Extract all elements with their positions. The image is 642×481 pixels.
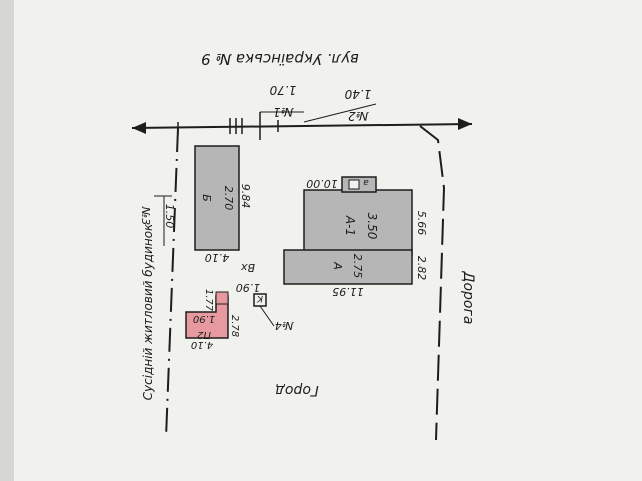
a-label-group: 2.75 А bbox=[331, 254, 364, 279]
n2-value: 1.40 bbox=[344, 87, 371, 101]
b-label-group: 2.70 Б bbox=[200, 186, 235, 211]
entrance-label: Вх bbox=[240, 261, 255, 274]
dim-10-00-group: 10.00 bbox=[306, 177, 338, 190]
dim-2-78-group: 2.78 bbox=[229, 315, 240, 337]
garden-label-group: Город bbox=[275, 382, 319, 398]
b-label: Б bbox=[200, 194, 213, 202]
p2-label-group: П2 1.90 bbox=[193, 313, 215, 340]
n4-label-group: №4 bbox=[275, 319, 294, 332]
leader-n2 bbox=[303, 103, 377, 123]
dim-11-95-group: 11.95 bbox=[332, 285, 364, 298]
annex-a-inner bbox=[348, 179, 360, 190]
road-label-group: Дорога bbox=[460, 271, 476, 325]
street-name: вул. Українська № 9 bbox=[201, 50, 359, 68]
dim-1-77-group: 1.77 bbox=[203, 289, 214, 312]
p2-label: П2 bbox=[197, 329, 211, 340]
dim-2-82-group: 2.82 bbox=[415, 256, 428, 281]
building-b bbox=[194, 145, 240, 251]
a1-label: А-1 bbox=[343, 215, 357, 236]
a-label: А bbox=[331, 261, 344, 270]
dim-2-78: 2.78 bbox=[229, 315, 240, 337]
n1-label: №1 bbox=[273, 105, 294, 119]
dim-9-84-group: 9.84 bbox=[239, 184, 252, 209]
a-value: 2.75 bbox=[351, 254, 364, 279]
n3-value: 1.50 bbox=[163, 204, 176, 229]
dim-1-77: 1.77 bbox=[203, 289, 214, 312]
entrance-vx bbox=[215, 291, 229, 305]
n1-value: 1.70 bbox=[269, 83, 296, 97]
small-a-label: а bbox=[363, 177, 369, 187]
n2-label-group: №2 1.40 bbox=[344, 87, 371, 123]
dim-4-10-pz-group: 4.10 bbox=[191, 339, 213, 350]
street-boundary-line bbox=[131, 123, 473, 129]
n3-label: №3 bbox=[139, 206, 152, 225]
dim-4-10-b: 4.10 bbox=[205, 251, 230, 264]
dim-4-10-pz: 4.10 bbox=[191, 339, 213, 350]
n4-label: №4 bbox=[275, 319, 294, 332]
dim-4-10-b-group: 4.10 bbox=[205, 251, 230, 264]
p2-value: 1.90 bbox=[193, 313, 215, 324]
n4-symbol: K bbox=[256, 293, 263, 303]
neighbor-label: Сусідній житловий будинок bbox=[141, 223, 155, 400]
dim-10-00: 10.00 bbox=[306, 177, 338, 190]
dim-9-84: 9.84 bbox=[239, 184, 252, 209]
garden-label: Город bbox=[275, 382, 319, 398]
paper-edge-shadow bbox=[0, 0, 14, 481]
b-value: 2.70 bbox=[222, 186, 235, 211]
entrance-value: 1.90 bbox=[236, 281, 261, 294]
dim-5-66-group: 5.66 bbox=[415, 211, 428, 236]
road-label: Дорога bbox=[460, 271, 476, 325]
n3-label-group: 1.50 №3 bbox=[139, 204, 176, 229]
building-a bbox=[283, 249, 413, 285]
neighbor-label-group: Сусідній житловий будинок bbox=[141, 223, 155, 400]
arrow-left-icon bbox=[132, 122, 146, 134]
n2-label: №2 bbox=[348, 109, 369, 123]
dim-2-82: 2.82 bbox=[415, 256, 428, 281]
n4-symbol-group: K bbox=[256, 293, 263, 303]
a1-value: 3.50 bbox=[365, 213, 379, 240]
a1-label-group: 3.50 А-1 bbox=[343, 213, 379, 240]
dim-11-95: 11.95 bbox=[332, 285, 364, 298]
n1-label-group: №1 1.70 bbox=[269, 83, 296, 119]
leader-n4 bbox=[259, 305, 275, 327]
street-label: вул. Українська № 9 bbox=[201, 50, 359, 68]
road-boundary-line bbox=[419, 125, 446, 441]
building-a1 bbox=[303, 189, 413, 257]
dim-5-66: 5.66 bbox=[415, 211, 428, 236]
neighbor-boundary-line bbox=[165, 127, 179, 439]
small-a-group: а bbox=[363, 177, 369, 187]
entrance-label-group: 1.90 Вх bbox=[236, 261, 261, 294]
arrow-right-icon bbox=[458, 118, 472, 130]
